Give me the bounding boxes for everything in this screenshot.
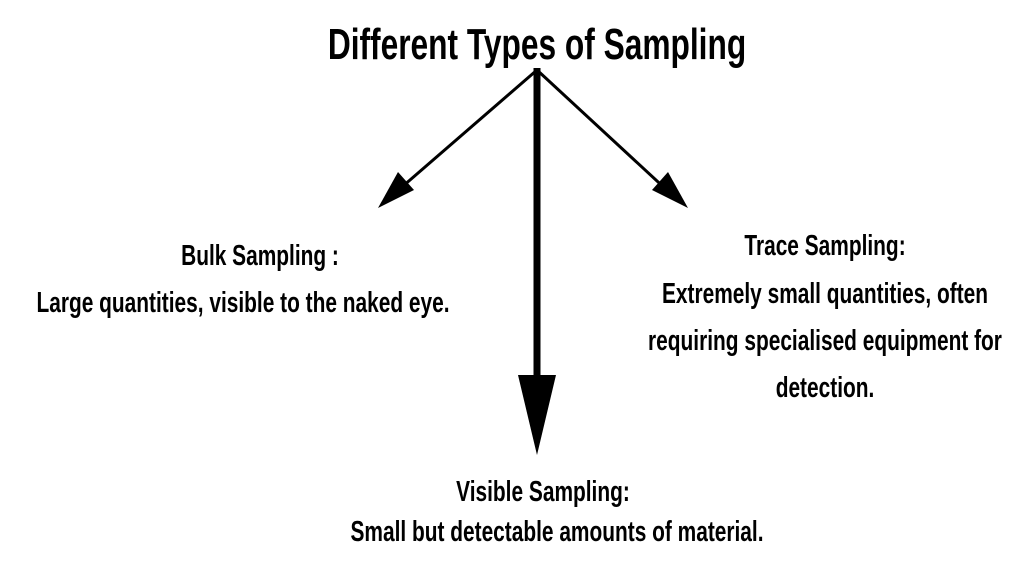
trace-description-line-2: requiring specialised equipment for [648, 325, 1002, 357]
trace-heading: Trace Sampling: [744, 230, 906, 262]
arrow-to-visible [518, 68, 556, 455]
arrow-to-bulk [378, 68, 538, 208]
bulk-description: Large quantities, visible to the naked e… [36, 287, 450, 319]
visible-description: Small but detectable amounts of material… [350, 516, 764, 548]
arrow-to-trace [535, 68, 688, 208]
bulk-heading: Bulk Sampling : [181, 240, 339, 272]
visible-heading: Visible Sampling: [456, 476, 630, 508]
trace-description-line-1: Extremely small quantities, often [661, 278, 989, 310]
diagram-title: Different Types of Sampling [327, 20, 747, 69]
trace-description-line-3: detection. [775, 372, 875, 404]
